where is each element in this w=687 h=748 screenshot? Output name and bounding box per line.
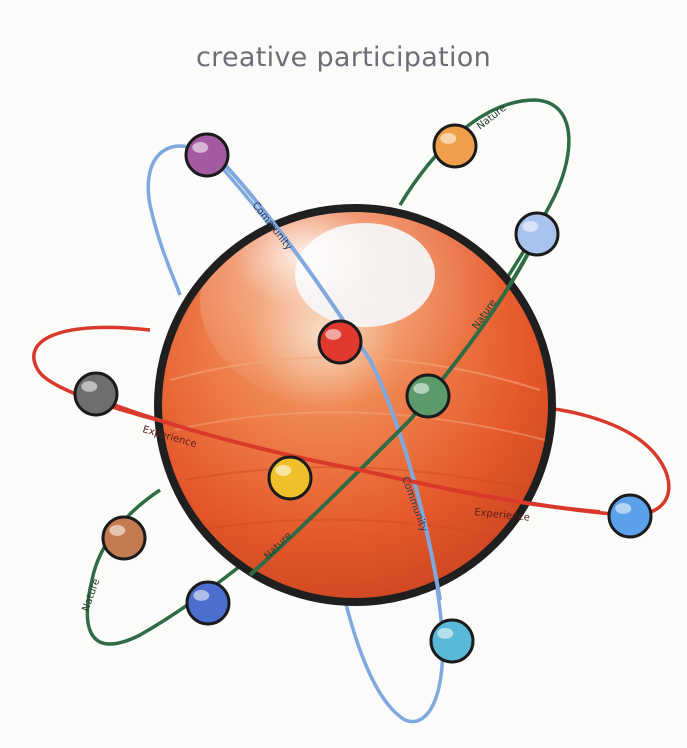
sky-blue-bead <box>609 495 651 537</box>
nature-label-left: Nature <box>80 577 102 613</box>
purple-bead <box>186 134 228 176</box>
bead-highlight <box>437 628 453 639</box>
blue-bead <box>187 582 229 624</box>
red-bead <box>319 321 361 363</box>
tan-bead <box>103 517 145 559</box>
central-planet <box>158 190 552 602</box>
bead-highlight <box>275 465 291 476</box>
bead-highlight <box>192 142 208 153</box>
bead-highlight <box>81 381 97 392</box>
bead-highlight <box>522 221 538 232</box>
gray-bead <box>75 373 117 415</box>
bead-highlight <box>193 590 209 601</box>
green-bead <box>407 375 449 417</box>
bead-highlight <box>109 525 125 536</box>
bead-highlight <box>615 503 631 514</box>
light-blue-bead <box>516 213 558 255</box>
bead-highlight <box>325 329 341 340</box>
bead-highlight <box>413 383 429 394</box>
yellow-bead <box>269 457 311 499</box>
cyan-bead <box>431 620 473 662</box>
bead-highlight <box>440 133 456 144</box>
orange-bead <box>434 125 476 167</box>
